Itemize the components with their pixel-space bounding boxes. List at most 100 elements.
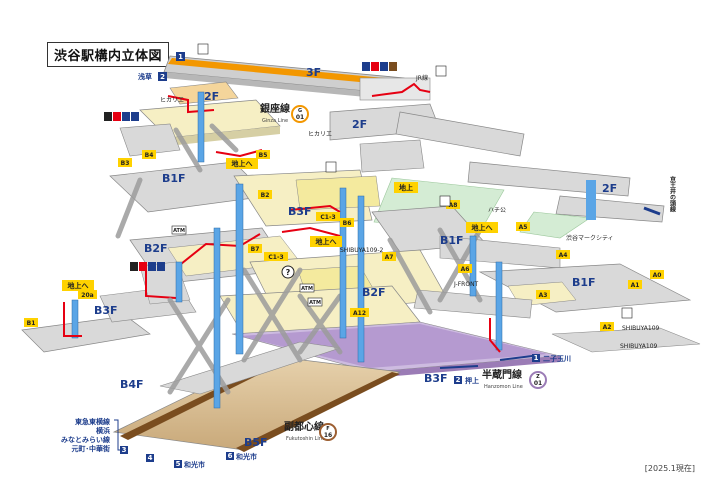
to-ground-tag-1: [226, 158, 258, 169]
svg-text:半蔵門線: 半蔵門線: [482, 368, 522, 381]
elevator-icon-b1-right: [621, 307, 633, 319]
svg-text:Z: Z: [536, 374, 540, 380]
svg-text:A3: A3: [539, 292, 548, 299]
mark-city-label: 渋谷マークシティ: [566, 234, 614, 242]
svg-text:B7: B7: [251, 246, 260, 253]
exit-badge-c1-3: C1-3: [264, 252, 288, 261]
platform-3-marker: [120, 446, 128, 454]
exit-badge-c1-3: C1-3: [316, 212, 340, 221]
svg-text:G: G: [298, 108, 302, 114]
facility-icons: [104, 43, 633, 319]
svg-text:3: 3: [122, 446, 127, 454]
svg-text:ATM: ATM: [309, 300, 321, 306]
svg-text:01: 01: [534, 380, 542, 387]
floor-b2f-left: B2F: [144, 242, 168, 255]
svg-text:A2: A2: [603, 324, 612, 331]
floor-b1f-left: B1F: [162, 172, 186, 185]
platform-1-ginza-marker: [176, 52, 185, 61]
floor-b1f-mid: B1F: [440, 234, 464, 247]
svg-text:東急東横線: 東急東横線: [75, 417, 110, 426]
svg-text:みなとみらい線: みなとみらい線: [61, 435, 110, 444]
svg-text:A8: A8: [449, 202, 458, 209]
exit-badge-a7: A7: [382, 252, 396, 261]
svg-text:2: 2: [160, 73, 165, 81]
floor-2f-ginza: 2F: [204, 90, 219, 103]
floor-2f-mid: 2F: [352, 118, 367, 131]
shibuya109-label-b: SHIBUYA109: [620, 343, 658, 350]
svg-text:2: 2: [456, 376, 461, 384]
svg-text:A6: A6: [461, 266, 470, 273]
information-icon: [281, 265, 295, 279]
fukutoshin-line-badge: 副都心線 Fukutoshin Line F 16: [284, 420, 337, 442]
floor-b3f-left: B3F: [94, 304, 118, 317]
update-date-note: [2025.1現在]: [644, 464, 695, 473]
svg-text:地上へ: 地上へ: [316, 237, 337, 246]
walkway-2f-right: [467, 161, 665, 239]
shibuya109-2-label: SHIBUYA109-2: [340, 247, 384, 254]
svg-text:Ginza Line: Ginza Line: [262, 118, 288, 124]
platform-6-marker: [226, 452, 234, 460]
exit-badge-a4: A4: [556, 250, 570, 259]
svg-text:B3: B3: [121, 160, 130, 167]
page-title: 渋谷駅構内立体図: [47, 42, 170, 67]
jr-line-label: JR線: [415, 74, 428, 82]
svg-text:元町･中華街: 元町･中華街: [72, 444, 111, 453]
vertical-labels: 京王井の頭線: [669, 175, 676, 213]
exit-badge-a8: A8: [446, 200, 460, 209]
svg-text:20a: 20a: [81, 292, 93, 299]
ginza-concourse-2f: [119, 81, 281, 157]
svg-text:B6: B6: [343, 220, 352, 227]
floor-b1f-right: B1F: [572, 276, 596, 289]
floor-b3f-lower: B3F: [424, 372, 448, 385]
restroom-icon-b2: [130, 262, 165, 271]
svg-text:地上へ: 地上へ: [232, 159, 253, 168]
svg-text:地上へ: 地上へ: [472, 223, 493, 232]
walkway-b-right: [551, 327, 701, 353]
wakoshi-label-5: 和光市: [183, 460, 205, 469]
oshiage-label: 押上: [465, 376, 479, 385]
elevator-icon-b1-mid: [439, 195, 451, 207]
svg-text:A1: A1: [631, 282, 640, 289]
svg-text:A7: A7: [385, 254, 394, 261]
exit-badge-a6: A6: [458, 264, 472, 273]
restroom-icon-2f: [104, 112, 139, 121]
ginza-platform-3f: [163, 55, 431, 101]
hikarie-label-2: ヒカリエ: [308, 131, 332, 138]
b1-left-concourse: [109, 161, 381, 227]
floor-2f-right: 2F: [602, 182, 617, 195]
floor-b4f: B4F: [120, 378, 144, 391]
svg-text:地上: 地上: [399, 183, 413, 192]
svg-text:ATM: ATM: [301, 286, 313, 292]
svg-text:B4: B4: [145, 152, 154, 159]
exit-badge-20a: 20a: [78, 290, 97, 299]
svg-text:6: 6: [228, 452, 233, 460]
exit-badge-a1: A1: [628, 280, 642, 289]
atm-icon-1: [171, 225, 187, 235]
floor-b2f-mid: B2F: [362, 286, 386, 299]
exit-badge-b4: B4: [142, 150, 156, 159]
svg-text:C1-3: C1-3: [320, 214, 335, 221]
wakoshi-label-6: 和光市: [235, 452, 257, 461]
svg-text:A4: A4: [559, 252, 568, 259]
svg-text:Hanzomon Line: Hanzomon Line: [484, 384, 523, 390]
svg-text:4: 4: [148, 454, 153, 462]
svg-text:A12: A12: [353, 310, 366, 317]
to-ground-tag-2: [310, 236, 342, 247]
platform-4-marker: [146, 454, 154, 462]
elevator-icon-jr: [435, 65, 447, 77]
svg-text:F: F: [326, 426, 329, 432]
svg-text:地上へ: 地上へ: [68, 281, 89, 290]
exit-badge-a0: A0: [650, 270, 664, 279]
svg-text:1: 1: [534, 354, 539, 362]
barrier-free-route: [63, 149, 501, 353]
shibuya109-label-a: SHIBUYA109: [622, 325, 660, 332]
floor-b5f: B5F: [244, 436, 268, 449]
svg-text:Fukutoshin Line: Fukutoshin Line: [286, 436, 325, 442]
exit-badge-b2: B2: [258, 190, 272, 199]
floor-b3f-mid: B3F: [288, 205, 312, 218]
svg-text:銀座線: 銀座線: [260, 102, 290, 115]
svg-text:16: 16: [324, 432, 332, 439]
exit-badge-a5: A5: [516, 222, 530, 231]
